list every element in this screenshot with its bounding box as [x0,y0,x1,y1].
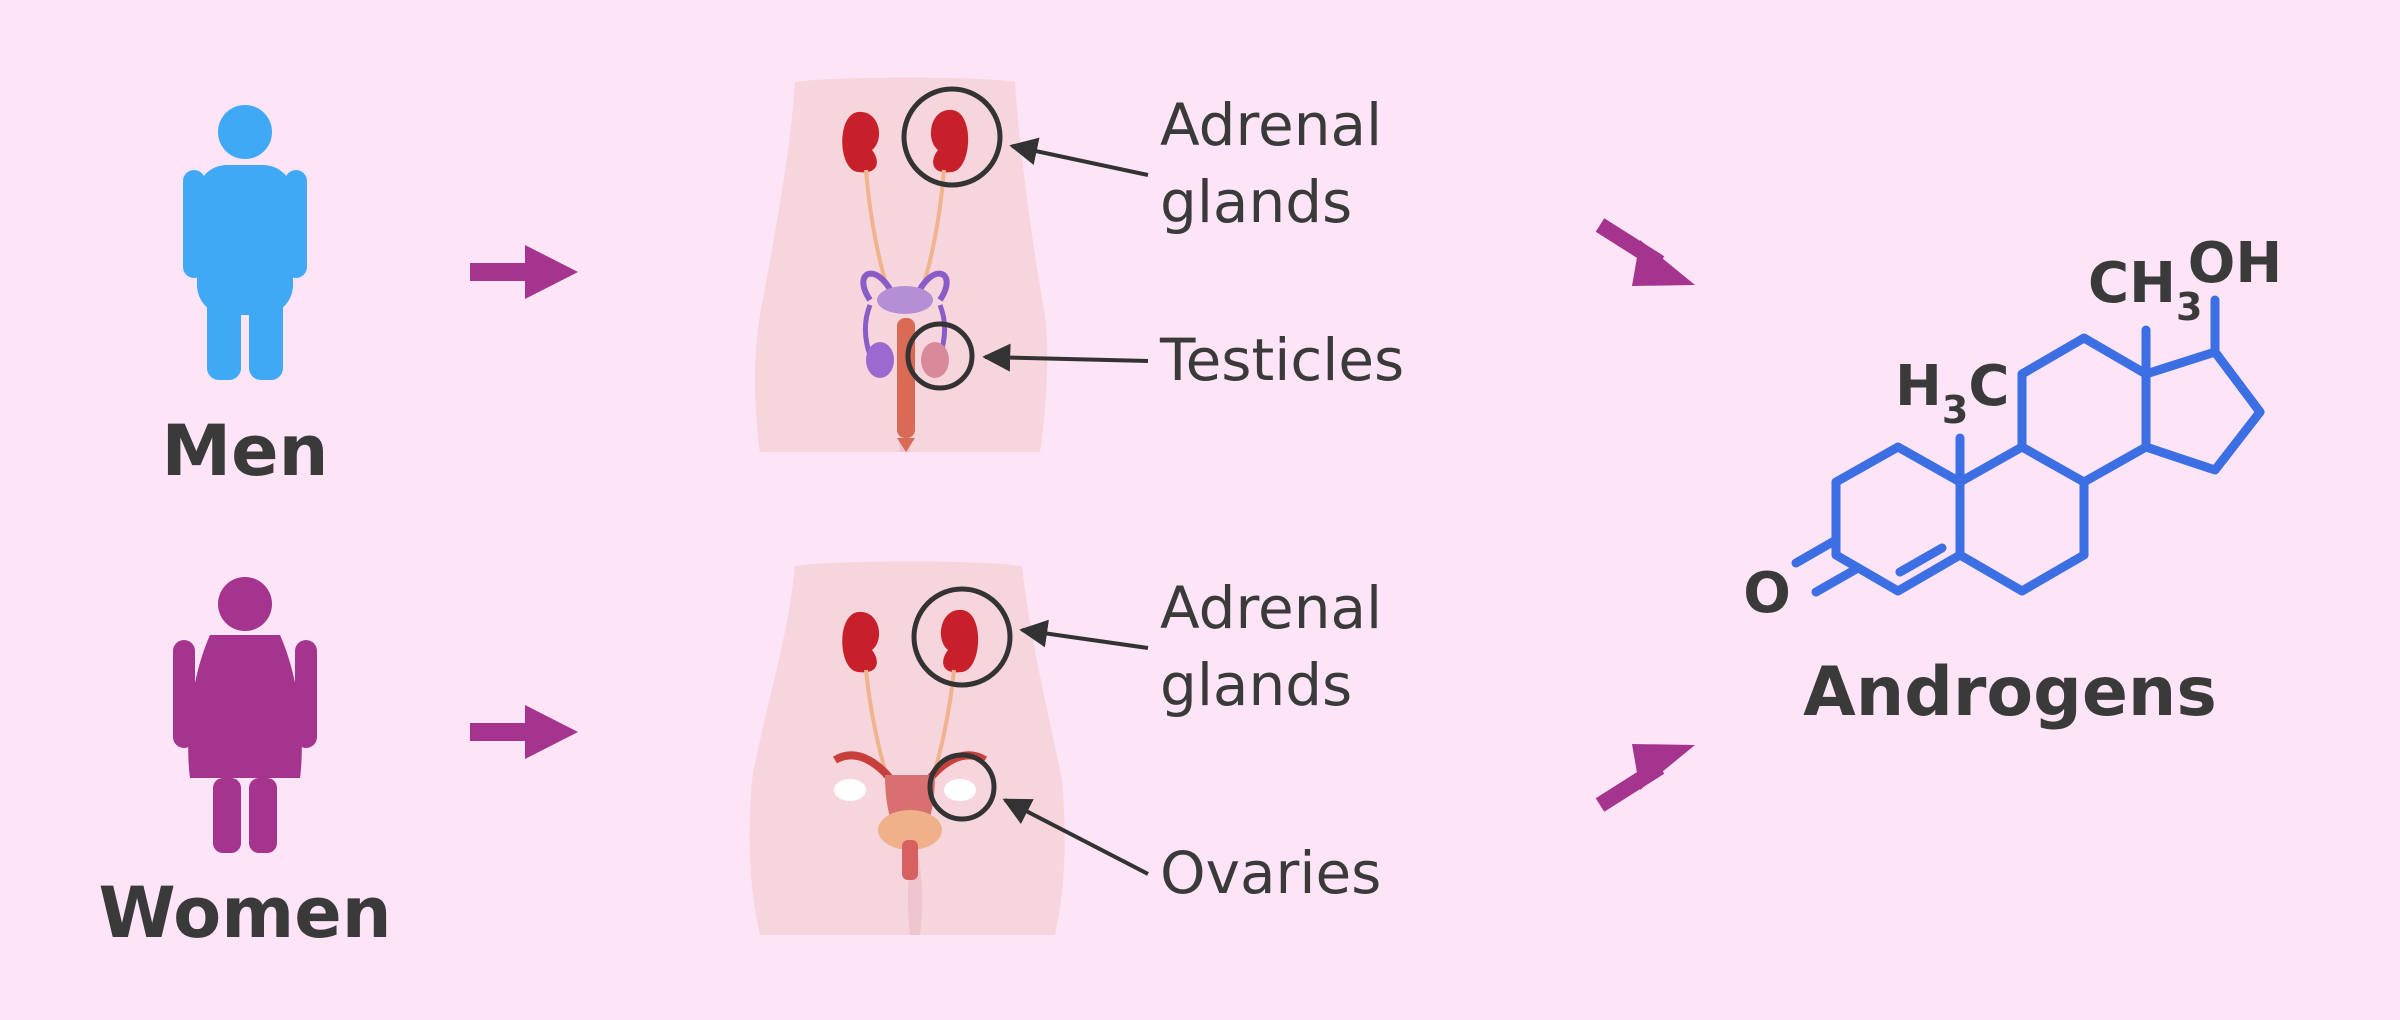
testicle-pointer [982,343,1149,372]
ovary-callout-circle [927,752,997,822]
methyl-right-subscript: 3 [2176,285,2202,329]
left-kidney-icon [842,611,880,673]
androgen-molecule-structure [1791,295,2265,597]
methyl-left-main: H [1895,354,1942,419]
female-anatomy-illustration [749,561,1065,935]
male-person-icon [183,105,307,380]
adrenal-callout-circle [901,86,1003,188]
hydroxyl-label: OH [2188,231,2282,296]
men-label: Men [162,410,329,492]
men-arrow [470,245,578,299]
adrenal-callout-circle [911,586,1013,688]
methyl-right-label: CH3 [2088,251,2202,329]
women-label: Women [98,872,391,954]
androgens-title: Androgens [1803,653,2217,732]
women-to-androgens-arrow [1595,744,1695,812]
men-adrenal-label-line2: glands [1160,168,1352,236]
women-gonad-label: Ovaries [1160,839,1381,907]
male-anatomy-illustration [755,77,1048,452]
ovary-pointer [1002,798,1149,876]
methyl-left-label: H3C [1895,354,2009,432]
women-arrow [470,705,578,759]
testicle-callout-circle [905,321,975,391]
men-gonad-label: Testicles [1159,326,1404,394]
women-adrenal-label-line2: glands [1160,651,1352,719]
right-kidney-icon [930,109,969,173]
female-person-icon [173,577,317,853]
methyl-left-subscript: 3 [1942,388,1968,432]
oxygen-label: O [1743,561,1791,626]
adrenal-pointer [1019,619,1149,650]
adrenal-pointer [1009,137,1149,177]
men-adrenal-label-line1: Adrenal [1160,91,1382,159]
right-kidney-icon [940,609,979,673]
left-kidney-icon [842,111,880,173]
methyl-left-tail: C [1968,354,2009,419]
methyl-right-main: CH [2088,251,2176,316]
women-adrenal-label-line1: Adrenal [1160,574,1382,642]
men-to-androgens-arrow [1595,218,1695,286]
